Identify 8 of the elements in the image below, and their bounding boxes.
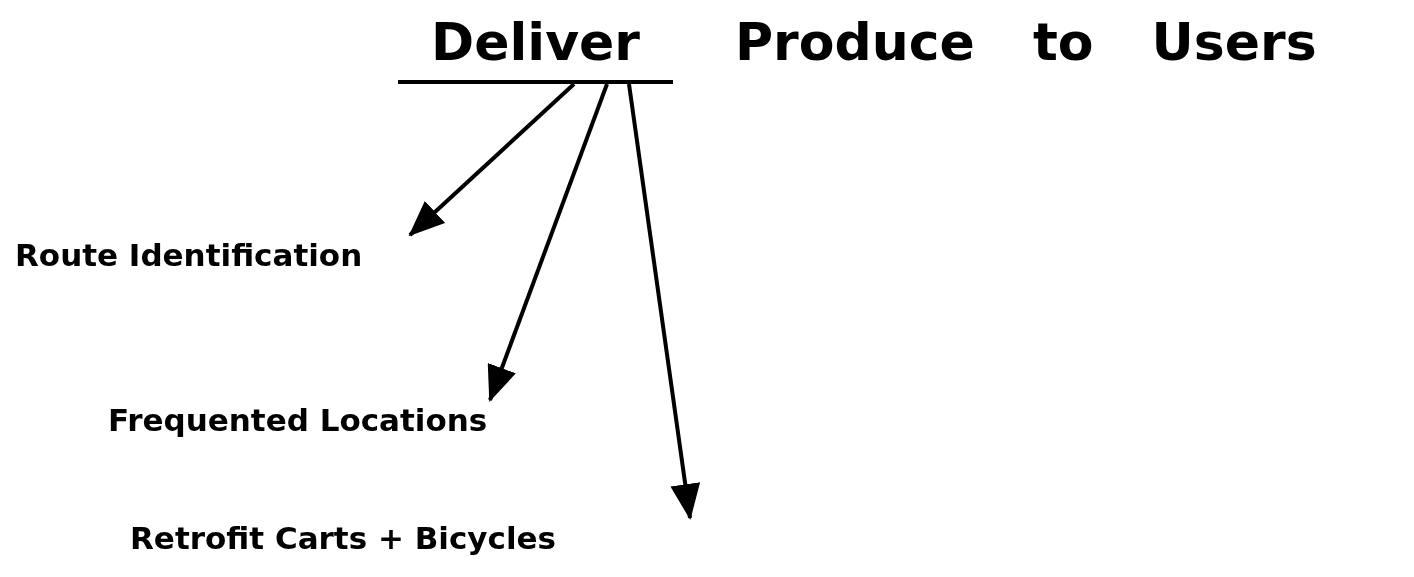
underlined-heading-word: Deliver <box>398 4 673 84</box>
branch-label: Retrofit Carts + Bicycles <box>130 518 556 558</box>
arrow <box>487 83 609 402</box>
arrow <box>627 83 701 520</box>
arrow <box>408 82 576 237</box>
heading-text: Produce to Users <box>735 11 1317 74</box>
branch-label: Frequented Locations <box>108 400 488 440</box>
branch-label: Route Identification <box>15 235 363 275</box>
